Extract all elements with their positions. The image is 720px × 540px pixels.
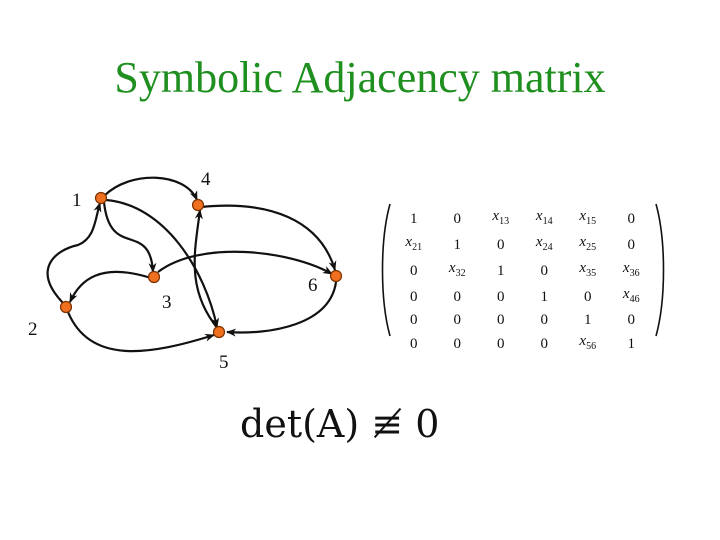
node-1 xyxy=(94,191,108,205)
matrix-row: 0 0 0 0 x56 1 xyxy=(392,331,653,357)
matrix-cell: 1 xyxy=(540,288,549,305)
matrix-row: 0 0 0 0 1 0 xyxy=(392,310,653,331)
matrix-cell: 0 xyxy=(627,236,636,253)
matrix-row: 1 0 x13 x14 x15 0 xyxy=(392,206,653,232)
matrix-cell: x13 xyxy=(492,208,510,227)
matrix-cell: x25 xyxy=(579,234,597,253)
edge-1-5 xyxy=(105,198,220,328)
node-label-1: 1 xyxy=(72,190,82,211)
matrix-cell: x15 xyxy=(579,208,597,227)
matrix-cell: 0 xyxy=(540,335,549,352)
matrix-cell: 0 xyxy=(453,335,462,352)
matrix-cell: 0 xyxy=(410,288,418,305)
matrix-cell: 0 xyxy=(453,312,462,328)
matrix-row: x21 1 0 x24 x25 0 xyxy=(392,232,653,258)
matrix-cell: 0 xyxy=(627,312,636,328)
matrix-cell: 1 xyxy=(453,236,462,253)
matrix-cell: 0 xyxy=(540,312,549,328)
matrix-cell: 1 xyxy=(627,335,636,352)
matrix-cell: 0 xyxy=(410,335,418,352)
matrix-cell: 0 xyxy=(497,288,505,305)
matrix-cell: 1 xyxy=(497,262,505,279)
equation-relation: ≢ xyxy=(371,402,404,446)
equation-rhs: 0 xyxy=(415,402,440,446)
matrix-cell: x14 xyxy=(535,208,553,227)
node-6 xyxy=(329,269,343,283)
matrix-cell: 0 xyxy=(497,335,505,352)
matrix-cell: x21 xyxy=(405,234,423,253)
matrix-cell: 0 xyxy=(584,288,592,305)
matrix-cell: 0 xyxy=(453,210,462,227)
matrix-cell: 0 xyxy=(497,236,505,253)
directed-graph: 1 2 3 4 5 6 xyxy=(28,169,343,373)
matrix-row: 0 0 0 1 0 x46 xyxy=(392,284,653,310)
matrix-cell: 0 xyxy=(410,312,418,328)
node-label-4: 4 xyxy=(201,169,211,190)
edge-3-6 xyxy=(157,250,333,275)
node-label-2: 2 xyxy=(28,319,38,340)
matrix-cell: 0 xyxy=(540,262,549,279)
matrix-cell: 0 xyxy=(410,262,418,279)
edge-5-4 xyxy=(193,209,220,331)
matrix-cell: 1 xyxy=(410,210,418,227)
edge-2-1 xyxy=(46,202,102,306)
matrix-cell: 0 xyxy=(627,210,636,227)
matrix-cell: x56 xyxy=(579,333,597,352)
matrix-cell: x24 xyxy=(535,234,553,253)
edge-4-6 xyxy=(200,204,337,271)
node-label-5: 5 xyxy=(219,352,229,373)
edge-6-2 xyxy=(226,281,338,337)
matrix-cell: x35 xyxy=(579,260,597,279)
matrix-cell: x36 xyxy=(622,260,640,279)
equation-lhs: det(A) xyxy=(240,402,360,446)
matrix-cell: x32 xyxy=(448,260,466,279)
matrix-cell: 0 xyxy=(497,312,505,328)
matrix-brackets xyxy=(381,203,665,337)
edge-2-5 xyxy=(66,311,215,353)
slide-title: Symbolic Adjacency matrix xyxy=(114,53,606,102)
matrix-cell: 1 xyxy=(584,312,592,328)
node-3 xyxy=(147,270,161,284)
determinant-equation: det(A) ≢ 0 xyxy=(240,402,439,446)
node-4 xyxy=(191,198,205,212)
edge-3-2 xyxy=(68,270,152,303)
node-2 xyxy=(59,300,73,314)
matrix-cell: x46 xyxy=(622,286,640,305)
edge-1-4 xyxy=(103,176,199,201)
node-5 xyxy=(212,325,226,339)
edge-1-3 xyxy=(102,201,157,273)
node-label-6: 6 xyxy=(308,275,318,296)
matrix-row: 0 x32 1 0 x35 x36 xyxy=(392,258,653,284)
matrix-cell: 0 xyxy=(453,288,462,305)
node-label-3: 3 xyxy=(162,292,172,313)
